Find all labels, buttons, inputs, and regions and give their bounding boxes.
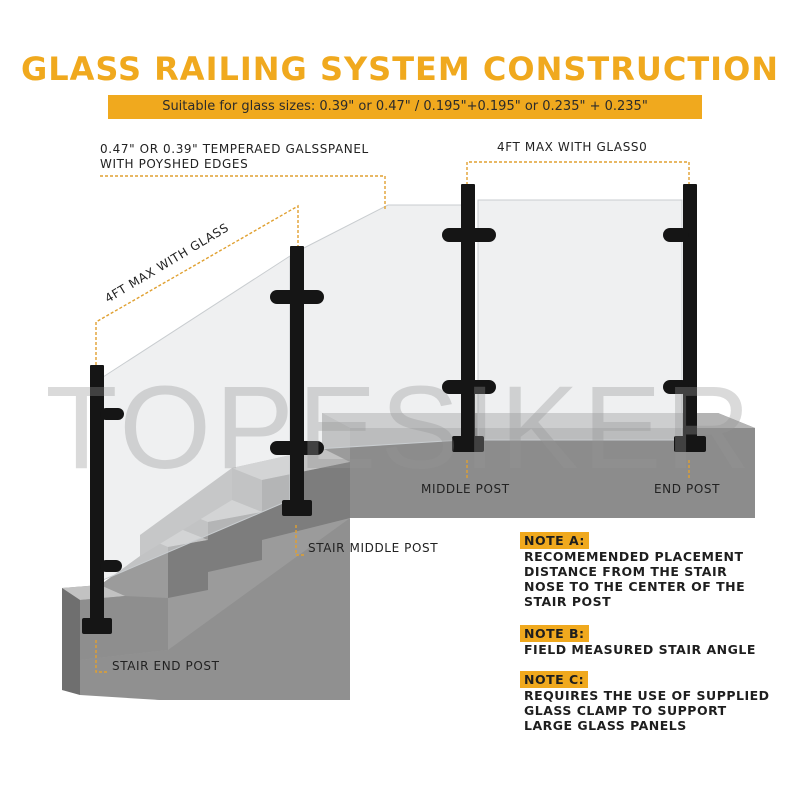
stair-end-post-label: STAIR END POST bbox=[112, 659, 220, 673]
glass-size-subtitle: Suitable for glass sizes: 0.39" or 0.47"… bbox=[108, 95, 702, 119]
note-c-text: REQUIRES THE USE OF SUPPLIED GLASS CLAMP… bbox=[524, 688, 770, 733]
note-c-line: LARGE GLASS PANELS bbox=[524, 718, 687, 733]
glass-panel-label-line1: 0.47" OR 0.39" TEMPERAED GALSSPANEL bbox=[100, 142, 369, 156]
middle-post-label: MIDDLE POST bbox=[421, 482, 510, 496]
note-a-line: DISTANCE FROM THE STAIR bbox=[524, 564, 728, 579]
page-title: GLASS RAILING SYSTEM CONSTRUCTION bbox=[20, 50, 780, 88]
note-a-tag: NOTE A: bbox=[520, 532, 589, 549]
note-b-line: FIELD MEASURED STAIR ANGLE bbox=[524, 642, 756, 657]
note-b-text: FIELD MEASURED STAIR ANGLE bbox=[524, 642, 756, 657]
note-a-text: RECOMEMENDED PLACEMENT DISTANCE FROM THE… bbox=[524, 549, 745, 609]
dimension-lines bbox=[95, 161, 690, 673]
stair-middle-post-label: STAIR MIDDLE POST bbox=[308, 541, 439, 555]
note-a-line: NOSE TO THE CENTER OF THE bbox=[524, 579, 746, 594]
end-post-label: END POST bbox=[654, 482, 721, 496]
stair-max-label: 4FT MAX WITH GLASS bbox=[102, 220, 231, 305]
note-c-line: GLASS CLAMP TO SUPPORT bbox=[524, 703, 727, 718]
posts bbox=[82, 184, 706, 634]
note-a-line: RECOMEMENDED PLACEMENT bbox=[524, 549, 744, 564]
flat-max-label: 4FT MAX WITH GLASS0 bbox=[497, 140, 648, 154]
note-c-tag: NOTE C: bbox=[520, 671, 589, 688]
glass-panel-label-line2: WITH POYSHED EDGES bbox=[100, 157, 249, 171]
note-b-tag: NOTE B: bbox=[520, 625, 589, 642]
glass-panels bbox=[102, 199, 683, 581]
note-c-line: REQUIRES THE USE OF SUPPLIED bbox=[524, 688, 770, 703]
note-a-line: STAIR POST bbox=[524, 594, 612, 609]
